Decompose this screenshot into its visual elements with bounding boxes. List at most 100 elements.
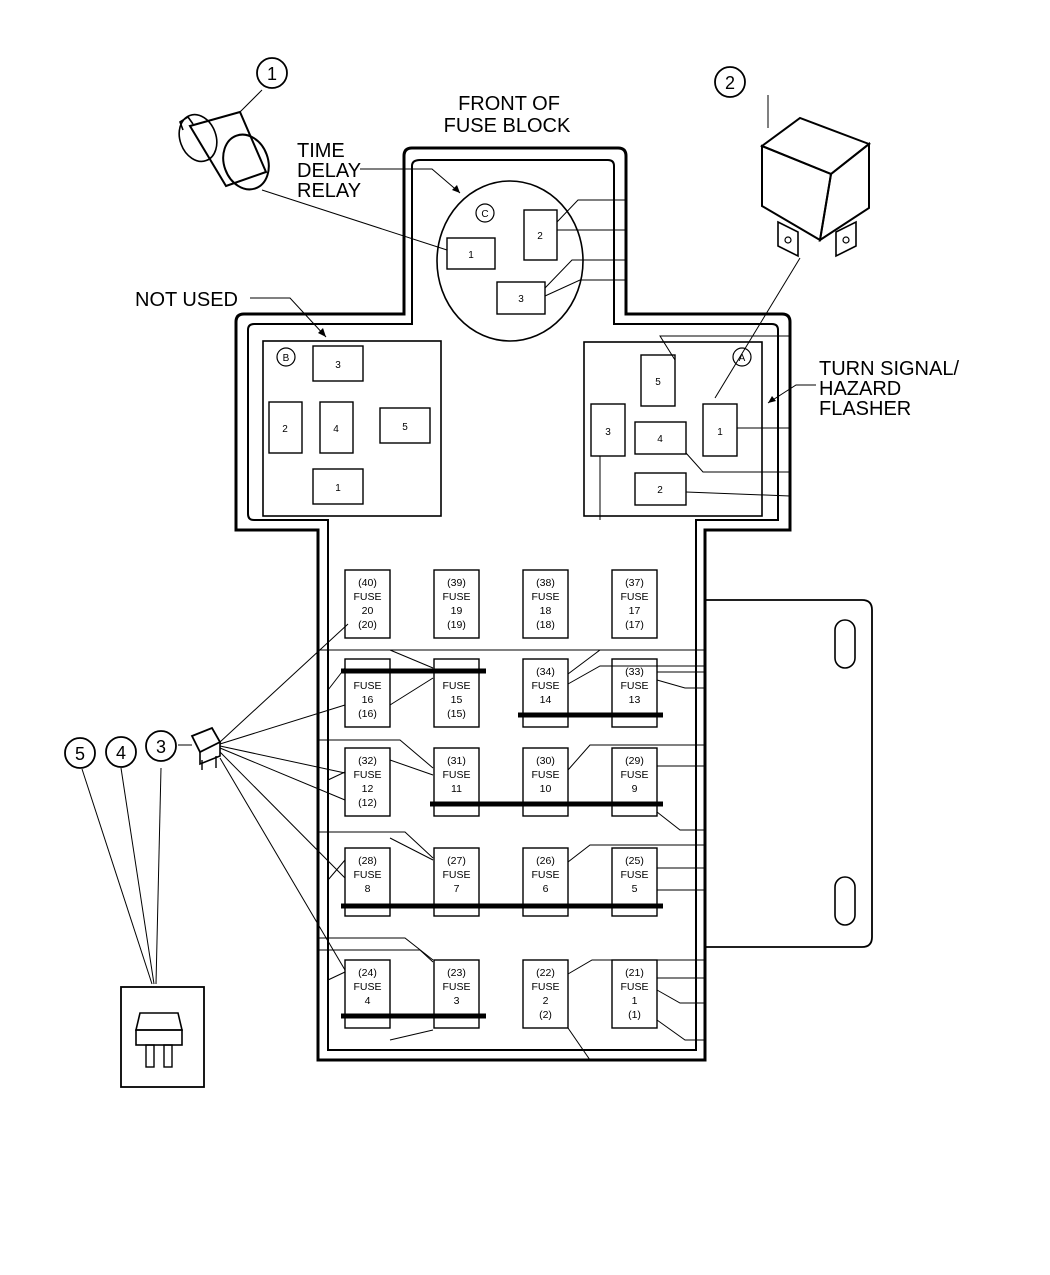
cavity-c-terminal-1 — [446, 237, 496, 270]
fuse-slot-label: 18 — [540, 605, 552, 617]
turn-signal-label: TURN SIGNAL/ HAZARD FLASHER — [767, 358, 959, 420]
callout-3: 3 — [145, 730, 177, 762]
cavity-c-terminal-3 — [496, 281, 546, 315]
fuse-slot-label: 15 — [451, 694, 463, 706]
fuse-slot-label: FUSE — [620, 680, 648, 692]
fuse-slot-label: (28) — [358, 855, 377, 867]
fuse-slot-label: FUSE — [353, 869, 381, 881]
fuse-slot-label: FUSE — [442, 769, 470, 781]
cavity-b-letter: B — [283, 353, 290, 364]
fuse-slot-label: 7 — [454, 883, 460, 895]
callout-2-label: 2 — [725, 73, 735, 93]
callout-5: 5 — [64, 737, 96, 769]
cavity-a-terminal-5 — [640, 354, 676, 407]
fuse-slot-label: FUSE — [620, 591, 648, 603]
fuse-slot-label: FUSE — [353, 591, 381, 603]
fuse-slot-label: (32) — [358, 755, 377, 767]
fuse-slot-label: FUSE — [353, 769, 381, 781]
cavity-b-terminal-2-label: 2 — [282, 424, 288, 435]
tdr-label-line3: RELAY — [297, 180, 361, 202]
not-used-label: NOT USED — [135, 289, 327, 338]
fuse-slot-label: 1 — [632, 995, 638, 1007]
fuse-slot-label: FUSE — [620, 769, 648, 781]
fuse-slot-label: FUSE — [531, 591, 559, 603]
fuse-slot-outline — [433, 569, 480, 639]
cavity-b-terminal-4-label: 4 — [333, 424, 339, 435]
fuse-slot-label: 11 — [451, 783, 462, 795]
fuse-slot-label: (16) — [358, 708, 377, 720]
fuse-slot-label: (39) — [447, 577, 466, 589]
fuse-slot-label: (24) — [358, 967, 377, 979]
fuse-slot-label: (23) — [447, 967, 466, 979]
fuse-slot-label: 9 — [632, 783, 638, 795]
fuse-slot-label: (40) — [358, 577, 377, 589]
fuse-slot-outline — [611, 569, 658, 639]
fuse-slot-outline — [522, 959, 569, 1029]
fuse-slot-label: FUSE — [531, 680, 559, 692]
cavity-a-terminal-4 — [634, 421, 687, 455]
fuse-slot-label: 4 — [365, 995, 371, 1007]
cavity-a-terminal-2 — [634, 472, 687, 506]
fuse-slot-label: FUSE — [442, 981, 470, 993]
callout-4-label: 4 — [116, 743, 126, 763]
callout-3-label: 3 — [156, 737, 166, 757]
fuse-slot-label: (27) — [447, 855, 466, 867]
time-delay-relay-part — [178, 89, 448, 251]
cavity-c-letter: C — [481, 209, 488, 220]
fuse-slot-label: 13 — [629, 694, 641, 706]
cavity-a-terminal-1-label: 1 — [717, 427, 723, 438]
fuse-slot-label: (29) — [625, 755, 644, 767]
fuse-slot-label: FUSE — [442, 869, 470, 881]
fuse-slot-label: 5 — [632, 883, 638, 895]
mini-relay-part — [178, 623, 349, 971]
fuse-slot-label: (38) — [536, 577, 555, 589]
cavity-c-terminal-3-label: 3 — [518, 294, 524, 305]
fuse-block-traces — [318, 649, 705, 1061]
fuse-slot-label: (25) — [625, 855, 644, 867]
fuse-slot-label: FUSE — [531, 769, 559, 781]
cavity-b-terminal-1-label: 1 — [335, 483, 341, 494]
bus-bars — [341, 668, 663, 1019]
front-label-line2: FUSE BLOCK — [444, 115, 571, 137]
cavity-c-terminal-2 — [523, 209, 558, 261]
cavity-a-terminal-5-label: 5 — [655, 377, 661, 388]
fuse-slot-label: (37) — [625, 577, 644, 589]
cavity-a-terminal-4-label: 4 — [657, 434, 663, 445]
fuse-slot-label: (22) — [536, 967, 555, 979]
relay-cavity-c: C 1 2 3 — [436, 180, 626, 342]
cavity-b-terminal-3 — [312, 345, 364, 382]
fuse-slot-label: (30) — [536, 755, 555, 767]
fuse-slot-label: FUSE — [442, 591, 470, 603]
turn-label-line2: HAZARD — [819, 378, 901, 400]
fuse-slot-label: (17) — [625, 619, 644, 631]
fuse-slot-label: 14 — [540, 694, 552, 706]
fuse-slot-label: 2 — [543, 995, 549, 1007]
front-label-line1: FRONT OF — [458, 93, 560, 115]
fuse-slot-label: FUSE — [442, 680, 470, 692]
fuse-slot-outline — [611, 959, 658, 1029]
fuse-slot-label: (18) — [536, 619, 555, 631]
fuse-slot-label: (15) — [447, 708, 466, 720]
fuse-slot-label: 8 — [365, 883, 371, 895]
turn-label-line3: FLASHER — [819, 398, 911, 420]
fuse-slot-label: FUSE — [620, 981, 648, 993]
cavity-b-terminal-1 — [312, 468, 364, 505]
fuse-slot-label: FUSE — [531, 981, 559, 993]
callout-1: 1 — [256, 57, 288, 89]
cavity-b-terminal-2 — [268, 401, 303, 454]
fuse-slot-outline — [344, 569, 391, 639]
fuse-slot-label: (12) — [358, 797, 377, 809]
fuse-slot-label: (19) — [447, 619, 466, 631]
fuse-slot-label: FUSE — [620, 869, 648, 881]
fuse-slot-label: (26) — [536, 855, 555, 867]
time-delay-relay-label: TIME DELAY RELAY — [297, 140, 461, 202]
mounting-bracket — [705, 599, 873, 948]
fuse-slot-label: (1) — [628, 1009, 641, 1021]
fuse-slot: (38) FUSE 18 (18) — [522, 569, 569, 639]
callout-1-label: 1 — [267, 64, 277, 84]
fuse-slot-label: FUSE — [531, 869, 559, 881]
